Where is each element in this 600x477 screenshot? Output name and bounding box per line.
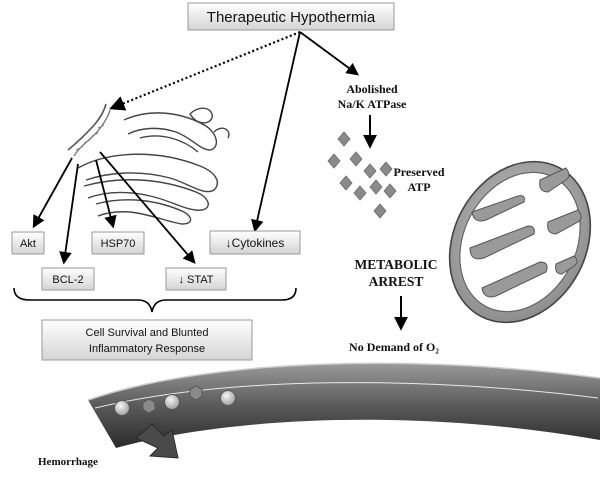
- box-hsp70: HSP70: [91, 231, 145, 255]
- box-akt: Akt: [11, 231, 45, 255]
- preserved-label-2: ATP: [407, 180, 430, 194]
- dotted-arrow-to-cell: [109, 30, 301, 111]
- arrow-to-atpase: [299, 31, 360, 76]
- preserved-label-1: Preserved: [393, 165, 444, 179]
- hemorrhage-label: Hemorrhage: [38, 456, 98, 468]
- title-box: Therapeutic Hypothermia: [187, 2, 395, 31]
- pathway-arrows: [32, 151, 196, 265]
- atpase-label-1: Abolished: [346, 82, 398, 96]
- svg-text:Cell Survival and Blunted: Cell Survival and Blunted: [86, 327, 209, 339]
- title-text: Therapeutic Hypothermia: [207, 9, 376, 26]
- box-cytokines: ↓Cytokines: [209, 230, 301, 255]
- svg-text:BCL-2: BCL-2: [52, 274, 83, 286]
- grouping-brace: [13, 287, 297, 313]
- box-stat: ↓ STAT: [165, 267, 227, 291]
- arrow-to-bcl2: [59, 163, 79, 265]
- arrow-to-cytokines: [251, 31, 301, 233]
- arrow-to-stat: [99, 151, 196, 264]
- metabolic-label-2: ARREST: [369, 274, 424, 289]
- no-demand-label: No Demand of O₂: [349, 340, 439, 354]
- svg-text:HSP70: HSP70: [101, 238, 136, 250]
- atpase-label-2: Na/K ATPase: [338, 97, 407, 111]
- svg-text:Akt: Akt: [20, 238, 36, 250]
- svg-text:Inflammatory Response: Inflammatory Response: [89, 343, 205, 355]
- atp-diamonds: [327, 131, 397, 219]
- box-outcome: Cell Survival and Blunted Inflammatory R…: [41, 319, 253, 361]
- mitochondrion: [448, 160, 592, 324]
- svg-text:↓ STAT: ↓ STAT: [178, 274, 213, 286]
- blood-cells: [114, 385, 236, 416]
- metabolic-label-1: METABOLIC: [354, 257, 437, 272]
- box-bcl2: BCL-2: [41, 267, 95, 291]
- title-arrows: [109, 30, 360, 233]
- arrow-to-hsp70: [95, 159, 117, 229]
- arrow-to-akt: [32, 157, 73, 229]
- organelle-drawing: [67, 103, 230, 225]
- hemorrhage-arrow: [135, 423, 179, 459]
- svg-text:↓Cytokines: ↓Cytokines: [226, 236, 285, 250]
- blood-vessel: [87, 362, 600, 448]
